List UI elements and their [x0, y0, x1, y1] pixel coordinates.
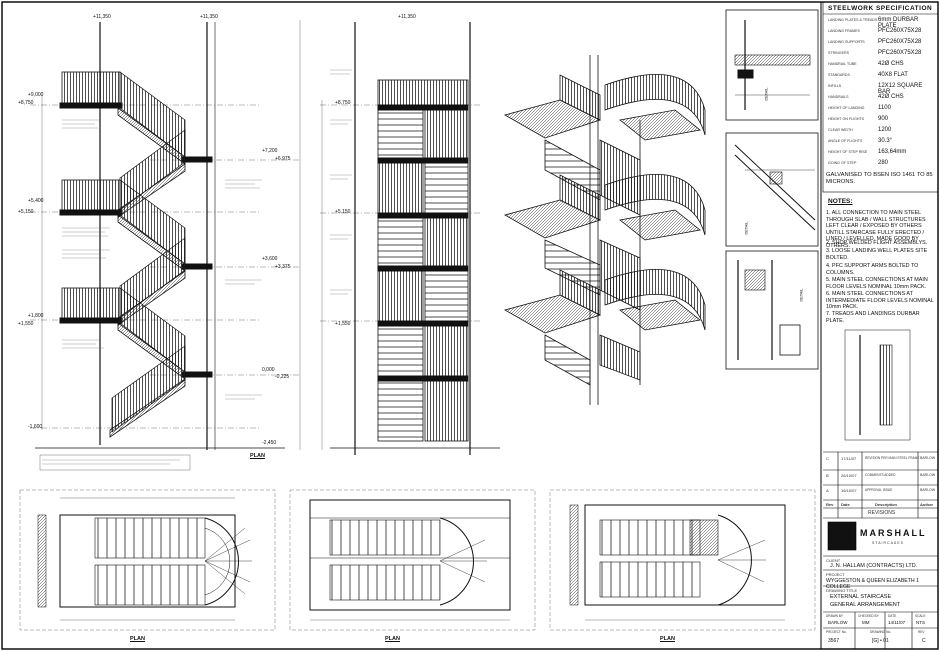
rev-author: BARLOW: [920, 473, 936, 477]
rev-header-date: Date: [841, 502, 850, 507]
rev-author: BARLOW: [920, 456, 936, 460]
client-value: J. N. HALLAM (CONTRACTS) LTD.: [830, 563, 918, 569]
notes-title: NOTES:: [828, 198, 853, 205]
level-l7: +5,150: [18, 209, 34, 215]
plan-3-label: PLAN: [660, 636, 675, 642]
note-item: 4. PFC SUPPORT ARMS BOLTED TO COLUMNS.: [826, 263, 919, 276]
rev-header-desc: Description: [875, 502, 898, 507]
level-l14: 0,000: [262, 367, 275, 373]
drawing-title-2: GENERAL ARRANGEMENT: [830, 602, 901, 608]
level-l17: -2,450: [262, 440, 277, 446]
level-l3: +8,750: [335, 100, 351, 106]
rev-label: REV: [918, 630, 925, 634]
level-top-1: +11,350: [93, 14, 111, 20]
note-item: 3. LOOSE LANDING WELL PLATES SITE BOLTED…: [826, 248, 928, 261]
rev-value: C: [922, 638, 926, 644]
scale-value: NTS: [916, 620, 925, 625]
level-l1: +9,000: [28, 92, 44, 98]
drawing-no-label: DRAWING No.: [870, 630, 892, 634]
elevation-label: PLAN: [250, 453, 265, 459]
rev-author: BARLOW: [920, 488, 936, 492]
level-l9: +3,600: [262, 256, 278, 262]
rev-date: 26/10/07: [841, 473, 857, 478]
detail-2-label: DETAIL: [744, 221, 749, 235]
rev-date: 17/11/07: [841, 456, 857, 461]
level-top-3: +11,350: [398, 14, 416, 20]
level-l10: +3,375: [275, 264, 291, 270]
rev-desc: REVISION PER MAIN STEEL FRAME: [865, 456, 920, 460]
rev-header-author: Author: [920, 502, 934, 507]
checked-value: MM: [862, 620, 870, 625]
level-l11: +1,800: [28, 313, 44, 319]
level-l15: -0,225: [275, 374, 290, 380]
detail-1-label: DETAIL: [764, 87, 769, 101]
plan-views: [19, 489, 816, 631]
checked-label: CHECKED BY: [858, 614, 879, 618]
note-item: 7. TREADS AND LANDINGS DURBAR PLATE.: [826, 311, 920, 324]
note-item: 6. MAIN STEEL CONNECTIONS AT INTERMEDIAT…: [826, 291, 934, 311]
note-item: 2. SHOP WELDED FLIGHT ASSEMBLYS.: [826, 240, 928, 246]
spec-finish: GALVANISED TO BSEN ISO 1461 TO 85 MICRON…: [826, 172, 933, 185]
level-l8: +5,150: [335, 209, 351, 215]
drawn-label: DRAWN BY: [826, 614, 844, 618]
front-elevation: [320, 22, 500, 455]
detail-panels: [725, 9, 911, 441]
isometric-view: [503, 55, 706, 405]
drawing-title-1: EXTERNAL STAIRCASE: [830, 594, 892, 600]
note-item: 5. MAIN STEEL CONNECTIONS AT MAIN FLOOR …: [826, 277, 928, 290]
drawn-value: BARLOW: [828, 620, 848, 625]
project-no-value: 3567: [828, 638, 840, 644]
level-l4: +7,200: [262, 148, 278, 154]
rev-desc: APPROVAL ISSUE: [865, 488, 893, 492]
rev-row: B: [826, 473, 829, 478]
level-top-2: +11,350: [200, 14, 218, 20]
rev-desc: COMMENTS ADDED: [865, 473, 896, 477]
note-item: 1. ALL CONNECTION TO MAIN STEEL THROUGH …: [826, 210, 926, 249]
revisions-label: REVISIONS: [868, 510, 896, 516]
project-value: WYGGESTON & QUEEN ELIZABETH 1 COLLEGE: [826, 578, 920, 590]
drawing-no-value: [G] • 01: [872, 638, 889, 644]
detail-3-label: DETAIL: [799, 288, 804, 302]
plan-1-label: PLAN: [130, 636, 145, 642]
rev-header-rev: Rev: [826, 502, 834, 507]
scale-label: SCALE: [915, 614, 926, 618]
rev-date: 16/10/07: [841, 488, 857, 493]
project-label: PROJECT: [826, 572, 845, 577]
level-l5: +6,975: [275, 156, 291, 162]
drawing-title-label: DRAWING TITLE: [826, 588, 858, 593]
side-elevation: [30, 20, 301, 471]
rev-row: A: [826, 488, 829, 493]
level-l2: +8,750: [18, 100, 34, 106]
date-value: 14/11/07: [888, 620, 906, 625]
title-block-frame: [822, 1, 939, 649]
project-no-label: PROJECT No.: [826, 630, 847, 634]
rev-row: C: [826, 456, 829, 461]
level-l12: +1,550: [18, 321, 34, 327]
plan-2-label: PLAN: [385, 636, 400, 642]
client-label: CLIENT: [826, 558, 841, 563]
level-l16: -1,600: [28, 424, 43, 430]
company-sub: STAIRCASES: [872, 541, 904, 545]
date-label: DATE: [888, 614, 897, 618]
level-l6: +5,400: [28, 198, 44, 204]
spec-title: STEELWORK SPECIFICATION: [828, 5, 933, 12]
company-logo: MARSHALL: [860, 528, 927, 538]
level-l13: +1,550: [335, 321, 351, 327]
